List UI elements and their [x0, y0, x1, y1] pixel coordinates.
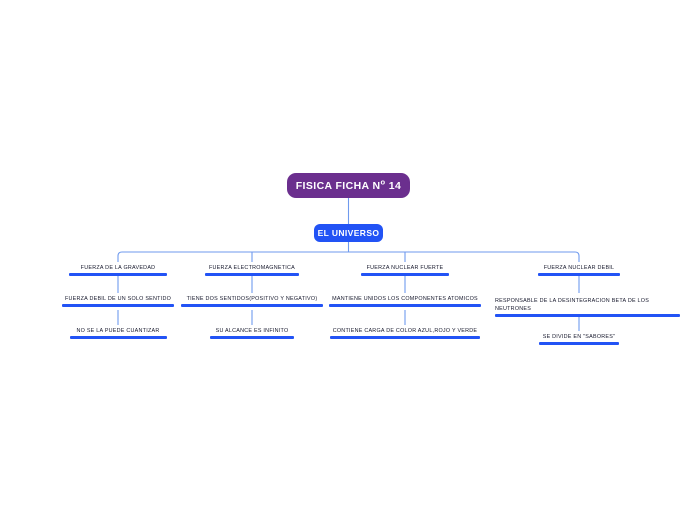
- leaf-label: SE DIVIDE EN "SABORES": [542, 334, 616, 341]
- leaf-label: FUERZA DEBIL DE UN SOLO SENTIDO: [64, 296, 172, 303]
- link-distributor-bus: [117, 251, 580, 262]
- leaf-electromagnetica-1[interactable]: TIENE DOS SENTIDOS(POSITIVO Y NEGATIVO): [181, 293, 323, 307]
- underline-bar: [210, 336, 294, 339]
- branch-title-label: FUERZA NUCLEAR FUERTE: [366, 265, 444, 272]
- underline-bar: [495, 314, 680, 317]
- leaf-electromagnetica-2[interactable]: SU ALCANCE ES INFINITO: [197, 325, 307, 339]
- underline-bar: [539, 342, 619, 345]
- leaf-gravedad-2[interactable]: NO SE LA PUEDE CUANTIZAR: [58, 325, 178, 339]
- branch-title-electromagnetica[interactable]: FUERZA ELECTROMAGNETICA: [192, 262, 312, 276]
- underline-bar: [361, 273, 449, 276]
- leaf-nuclear-debil-2[interactable]: SE DIVIDE EN "SABORES": [522, 331, 636, 345]
- branch-title-label: FUERZA NUCLEAR DEBIL: [543, 265, 615, 272]
- leaf-nuclear-fuerte-2[interactable]: CONTIENE CARGA DE COLOR AZUL,ROJO Y VERD…: [329, 325, 481, 339]
- underline-bar: [538, 273, 620, 276]
- branch-title-label: FUERZA DE LA GRAVEDAD: [80, 265, 156, 272]
- underline-bar: [181, 304, 323, 307]
- underline-bar: [69, 336, 167, 339]
- underline-bar: [69, 273, 167, 276]
- root-node[interactable]: FISICA FICHA No 14: [287, 173, 410, 198]
- underline-bar: [329, 304, 481, 307]
- branch-title-label: FUERZA ELECTROMAGNETICA: [208, 265, 296, 272]
- leaf-label: CONTIENE CARGA DE COLOR AZUL,ROJO Y VERD…: [332, 328, 478, 335]
- leaf-nuclear-debil-1[interactable]: RESPONSABLE DE LA DESINTEGRACION BETA DE…: [495, 293, 680, 317]
- branch-title-nuclear-debil[interactable]: FUERZA NUCLEAR DEBIL: [522, 262, 636, 276]
- underline-bar: [62, 304, 174, 307]
- branch-title-gravedad[interactable]: FUERZA DE LA GRAVEDAD: [58, 262, 178, 276]
- leaf-label: MANTIENE UNIDOS LOS COMPONENTES ATOMICOS: [332, 296, 478, 303]
- root-node-label: FISICA FICHA No 14: [295, 177, 402, 192]
- leaf-label: NO SE LA PUEDE CUANTIZAR: [76, 328, 160, 335]
- leaf-nuclear-fuerte-1[interactable]: MANTIENE UNIDOS LOS COMPONENTES ATOMICOS: [329, 293, 481, 307]
- subroot-node-label: EL UNIVERSO: [317, 228, 380, 238]
- subroot-node-el-universo[interactable]: EL UNIVERSO: [314, 224, 383, 242]
- leaf-label: SU ALCANCE ES INFINITO: [215, 328, 289, 335]
- leaf-label: RESPONSABLE DE LA DESINTEGRACION BETA DE…: [495, 298, 650, 313]
- leaf-gravedad-1[interactable]: FUERZA DEBIL DE UN SOLO SENTIDO: [53, 293, 183, 307]
- leaf-label: TIENE DOS SENTIDOS(POSITIVO Y NEGATIVO): [186, 296, 318, 303]
- underline-bar: [205, 273, 299, 276]
- underline-bar: [330, 336, 480, 339]
- branch-title-nuclear-fuerte[interactable]: FUERZA NUCLEAR FUERTE: [348, 262, 462, 276]
